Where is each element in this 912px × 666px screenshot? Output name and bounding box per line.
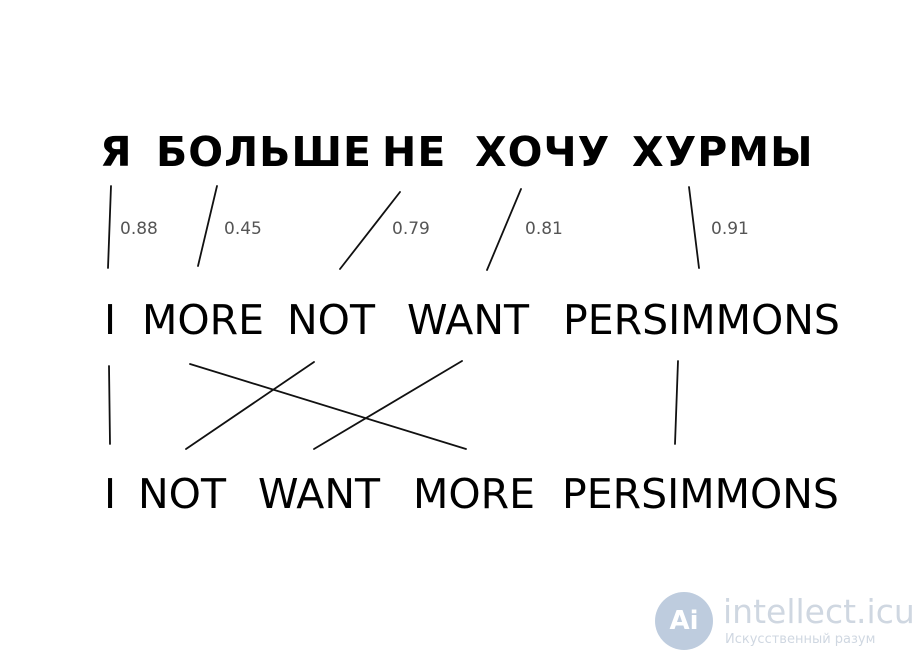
reordered-word-more: MORE bbox=[413, 470, 536, 518]
link-hochu-want bbox=[486, 188, 522, 271]
score-label-1: 0.88 bbox=[120, 219, 158, 239]
link-ya-i bbox=[107, 185, 112, 269]
reordered-word-want: WANT bbox=[258, 470, 381, 518]
score-label-3: 0.79 bbox=[392, 219, 430, 239]
score-label-4: 0.81 bbox=[525, 219, 563, 239]
russian-word-ya: Я bbox=[100, 128, 133, 176]
link-persimmons-persimmons bbox=[674, 360, 679, 445]
link-bolshe-more bbox=[197, 185, 218, 267]
reordered-word-not: NOT bbox=[138, 470, 226, 518]
link-hurmy-persimmons bbox=[688, 186, 700, 269]
literal-word-more: MORE bbox=[142, 296, 265, 344]
watermark-logo: Ai bbox=[655, 592, 713, 650]
watermark-tagline: Искусственный разум bbox=[725, 632, 876, 647]
literal-word-not: NOT bbox=[287, 296, 375, 344]
russian-word-hochu: ХОЧУ bbox=[475, 128, 611, 176]
watermark: Ai intellect.icu Искусственный разум bbox=[655, 590, 912, 650]
reordered-word-persimmons: PERSIMMONS bbox=[562, 470, 839, 518]
link-i-i bbox=[108, 365, 111, 445]
watermark-site: intellect.icu bbox=[723, 592, 912, 631]
literal-word-persimmons: PERSIMMONS bbox=[563, 296, 840, 344]
score-label-2: 0.45 bbox=[224, 219, 262, 239]
link-not-not bbox=[185, 361, 315, 450]
link-more-more bbox=[189, 363, 467, 450]
score-label-5: 0.91 bbox=[711, 219, 749, 239]
russian-word-bolshe: БОЛЬШЕ bbox=[156, 128, 373, 176]
russian-word-hurmy: ХУРМЫ bbox=[632, 128, 814, 176]
literal-word-want: WANT bbox=[407, 296, 530, 344]
link-want-want bbox=[313, 360, 463, 450]
link-ne-not bbox=[339, 191, 401, 270]
russian-word-ne: НЕ bbox=[382, 128, 447, 176]
reordered-word-i: I bbox=[104, 470, 117, 518]
literal-word-i: I bbox=[104, 296, 117, 344]
